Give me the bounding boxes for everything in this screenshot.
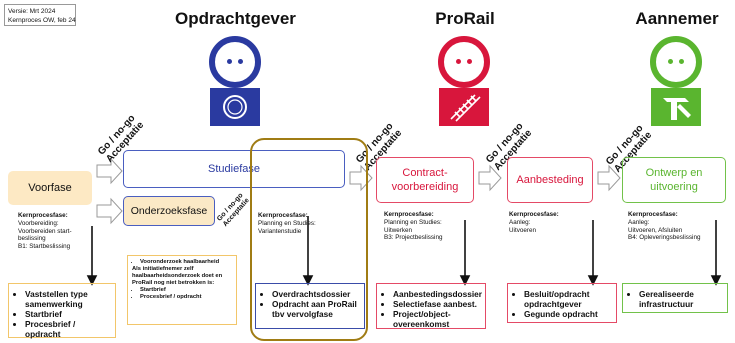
aannemer-avatar-icon [650,36,702,88]
phase-onderzoeksfase: Onderzoeksfase [123,196,215,226]
arrow-to-aanbesteding [478,164,502,192]
phase-onderzoeksfase-label: Onderzoeksfase [130,205,208,217]
kernproces-line: Voorbereiden start- [18,227,72,235]
phase-studiefase-label: Studiefase [208,163,260,175]
phase-voorfase: Voorfase [8,171,92,205]
note-text: Als initiatiefnemer zelf haalbaarheidson… [132,266,223,286]
phase-ontwerp-uitvoering: Ontwerp en uitvoering [622,157,726,203]
prorail-logo-icon [439,88,489,126]
kernproces-title: Kernprocesfase: [509,211,559,218]
kernproces-line: Aanleg: [628,218,650,226]
kernproces-line: Planning en Studies: [258,219,316,227]
phase-aanbesteding-label: Aanbesteding [516,174,584,186]
kernproces-title: Kernprocesfase: [628,211,678,218]
phase-ontwerp-label: Ontwerp en uitvoering [646,166,703,194]
deliverable-item: Project/object-overeenkomst [393,309,479,329]
kernproces-line: B1: Startbeslissing [18,243,71,251]
deliverable-item: Aanbestedingsdossier [393,289,482,299]
deliverables-aanbesteding: Besluit/opdracht opdrachtgever Gegunde o… [507,283,617,323]
deliverables-studie: Overdrachtsdossier Opdracht aan ProRail … [255,283,365,329]
phase-ontwerp-label-line2: uitvoering [650,181,698,193]
deliverable-item: Procesbrief / opdracht [25,319,109,339]
phase-ontwerp-label-line1: Ontwerp en [645,167,703,179]
phase-contract-label-line2: voorbereiding [391,181,459,193]
actor-title-opdrachtgever: Opdrachtgever [175,9,296,28]
kernproces-voorfase: Kernprocesfase: Voorbereiding: Voorberei… [18,212,72,251]
phase-studiefase: Studiefase [123,150,345,188]
arrow-to-onderzoeksfase [96,197,123,225]
note-item: Startbrief [140,287,232,294]
note-item: Procesbrief / opdracht [140,294,232,301]
deliverable-item: Besluit/opdracht opdrachtgever [524,289,610,309]
phase-contract-label: Contract-voorbereiding [392,166,459,194]
version-line: Versie: Mrt 2024 [8,8,56,15]
deliverable-item: Startbrief [25,309,109,319]
kernproces-title: Kernprocesfase: [18,212,68,219]
deliverables-voorfase: Vaststellen type samenwerking Startbrief… [8,283,116,339]
kernproces-line: Planning en Studies: [384,218,442,226]
version-process-line: Kernproces OW, feb 24 [8,17,76,24]
deliverable-item: Gegunde opdracht [524,309,610,319]
kernproces-title: Kernprocesfase: [258,212,308,219]
opdrachtgever-logo-icon [210,88,260,126]
kernproces-line: Aanleg: [509,218,531,226]
note-item: Vooronderzoek haalbaarheid [140,259,232,266]
phase-contractvoorbereiding: Contract-voorbereiding [376,157,474,203]
kernproces-studie: Kernprocesfase: Planning en Studies: Var… [258,212,316,235]
overdracht-highlight-frame [250,138,368,341]
deliverable-item: Selectiefase aanbest. [393,299,479,309]
version-box: Versie: Mrt 2024 Kernproces OW, feb 24 [4,4,76,26]
phase-aanbesteding: Aanbesteding [507,157,593,203]
kernproces-title: Kernprocesfase: [384,211,434,218]
phase-voorfase-label: Voorfase [28,182,72,194]
kernproces-line: B4: Opleveringsbeslissing [628,234,701,242]
kernproces-line: B3: Projectbeslissing [384,234,443,242]
kernproces-aanbesteding: Kernprocesfase: Aanleg: Uitvoeren [509,211,559,234]
arrow-to-studiefase [96,157,123,185]
onderzoek-note: Vooronderzoek haalbaarheid Als initiatie… [127,255,237,325]
deliverable-item: Overdrachtsdossier [272,289,358,299]
kernproces-line: beslissing [18,235,46,243]
deliverable-item: Opdracht aan ProRail tbv vervolgfase [272,299,358,319]
kernproces-line: Voorbereiding: [18,219,59,227]
phase-contract-label-line1: Contract- [402,167,448,179]
kernproces-line: Uitwerken [384,226,412,234]
actor-title-prorail: ProRail [435,9,495,28]
opdrachtgever-avatar-icon [209,36,261,88]
kernproces-ontwerp: Kernprocesfase: Aanleg: Uitvoeren, Afslu… [628,211,700,242]
deliverables-contract: Aanbestedingsdossier Selectiefase aanbes… [376,283,486,329]
actor-title-aannemer: Aannemer [635,9,719,28]
kernproces-line: Uitvoeren [509,226,536,234]
prorail-avatar-icon [438,36,490,88]
kernproces-contract: Kernprocesfase: Planning en Studies: Uit… [384,211,442,242]
kernproces-line: Uitvoeren, Afsluiten [628,226,683,234]
deliverable-item: Gerealiseerde infrastructuur [639,289,721,309]
aannemer-logo-icon [651,88,701,126]
kernproces-line: Variantenstudie [258,227,302,235]
deliverables-ontwerp: Gerealiseerde infrastructuur [622,283,728,313]
deliverable-item: Vaststellen type samenwerking [25,289,109,309]
arrow-to-ontwerp [597,164,621,192]
